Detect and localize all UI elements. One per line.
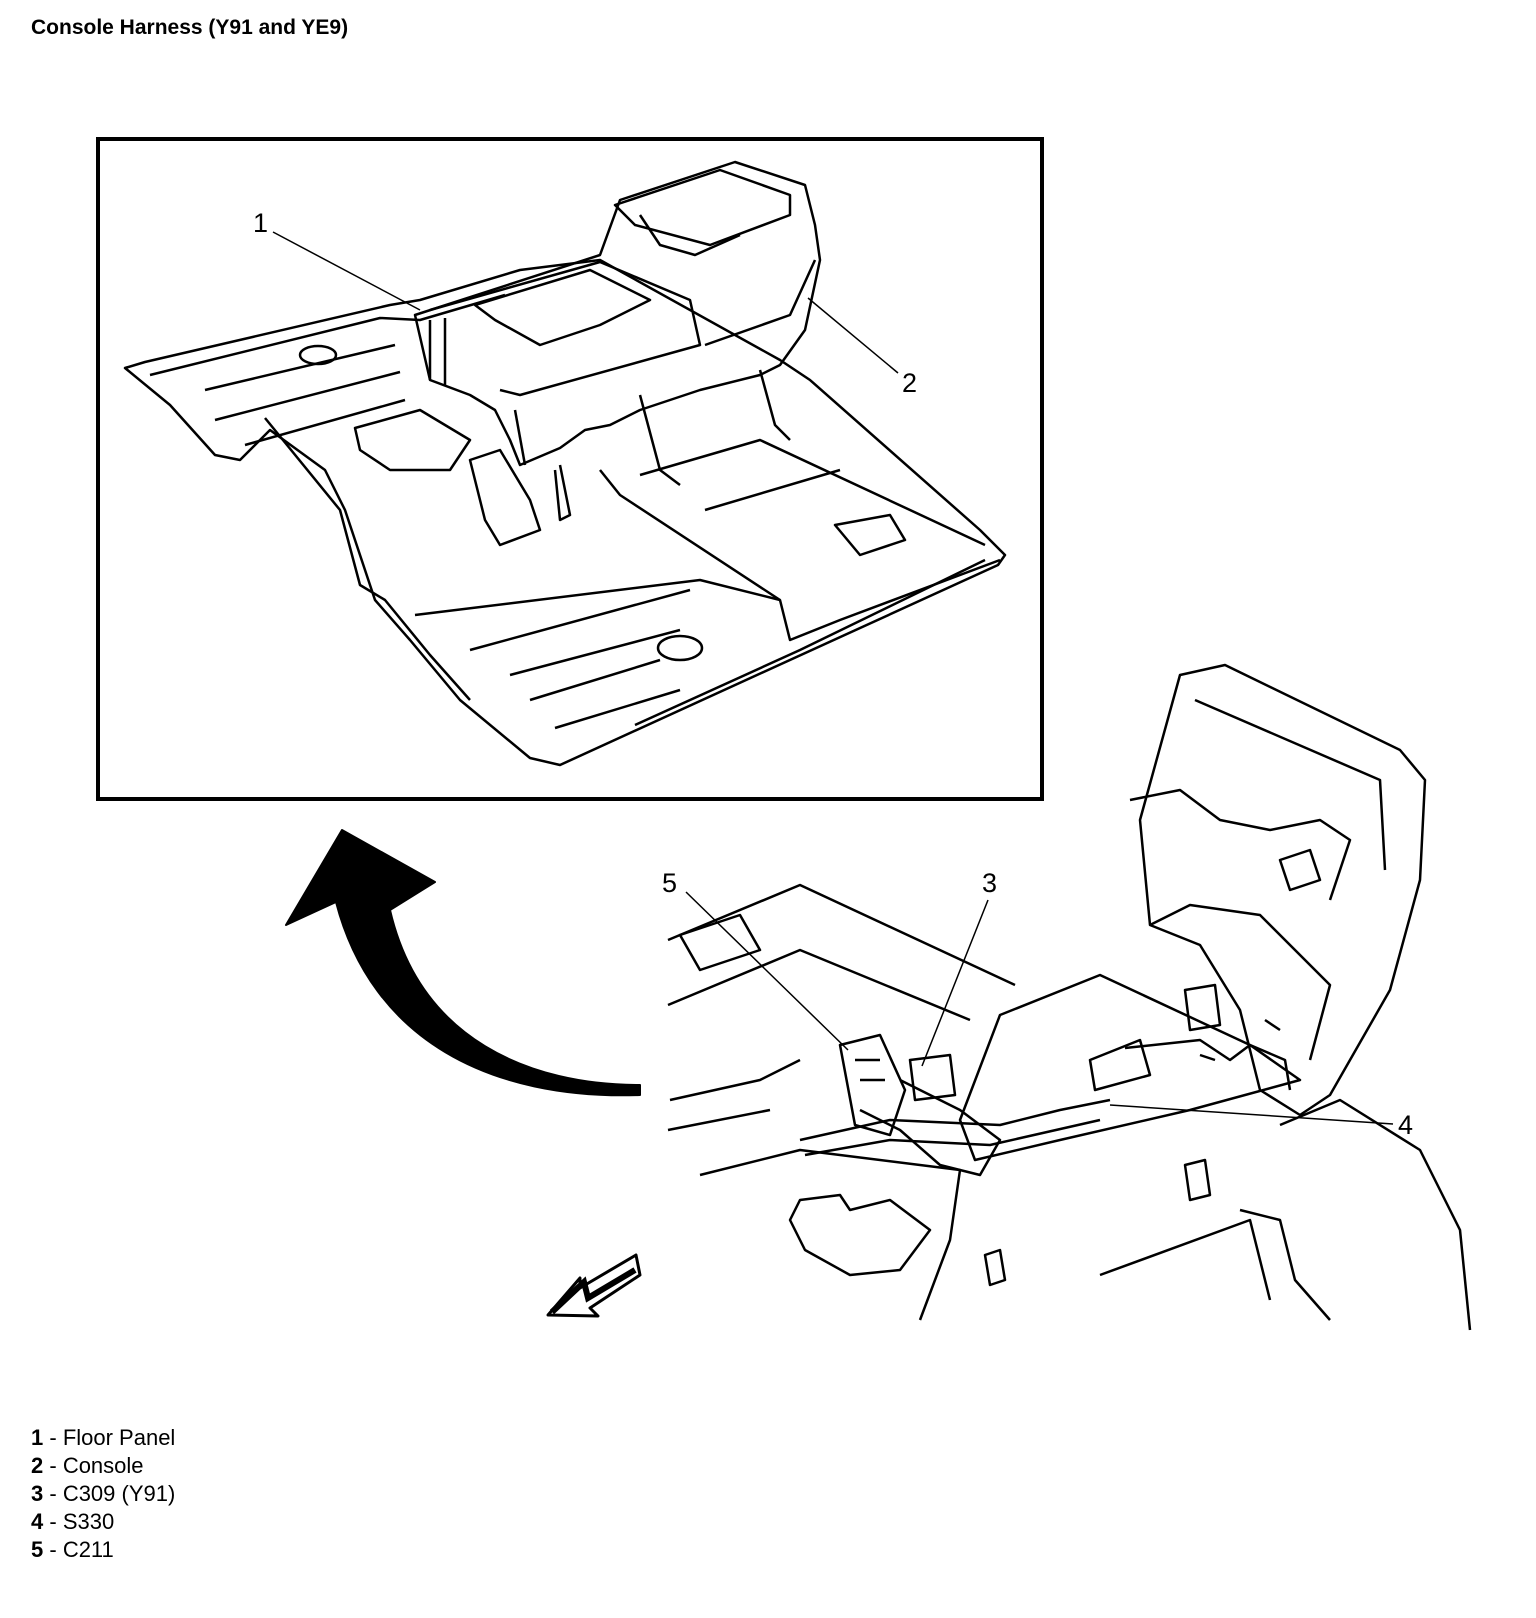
console-drawing — [413, 160, 822, 522]
front-direction-arrow-icon — [546, 1253, 642, 1318]
page-title: Console Harness (Y91 and YE9) — [31, 16, 349, 39]
inset-frame — [96, 137, 1044, 801]
leader-2 — [807, 297, 899, 374]
leader-3 — [921, 899, 989, 1067]
leader-1 — [272, 231, 421, 311]
legend: 1 - Floor Panel 2 - Console 3 - C309 (Y9… — [31, 1424, 175, 1564]
curved-arrow-icon — [285, 829, 641, 1097]
leader-5 — [685, 891, 849, 1051]
legend-item: 1 - Floor Panel — [31, 1425, 176, 1450]
callout-4: 4 — [1398, 1110, 1413, 1140]
legend-item: 3 - C309 (Y91) — [31, 1481, 176, 1506]
legend-item: 4 - S330 — [31, 1509, 115, 1534]
legend-item: 5 - C211 — [31, 1537, 114, 1562]
floor-panel-drawing — [123, 258, 1007, 767]
harness-detail-drawing — [667, 663, 1472, 1331]
callout-1: 1 — [253, 208, 268, 238]
callout-5: 5 — [662, 868, 677, 898]
callout-2: 2 — [902, 368, 917, 398]
leader-4 — [1109, 1104, 1394, 1125]
legend-item: 2 - Console — [31, 1453, 144, 1478]
callout-3: 3 — [982, 868, 997, 898]
